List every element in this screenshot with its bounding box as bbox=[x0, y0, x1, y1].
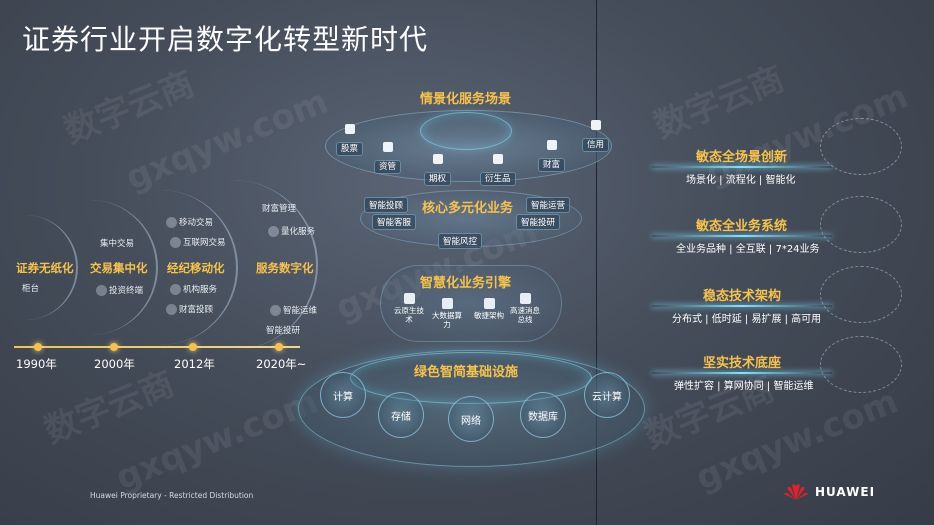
architecture-icon bbox=[820, 266, 902, 323]
pillar-desc: 全业务品种 | 全互联 | 7*24业务 bbox=[676, 244, 820, 255]
stage-sub: 智能运维 bbox=[270, 304, 317, 316]
stage-sub: 智能投研 bbox=[266, 326, 301, 336]
divider bbox=[596, 0, 597, 525]
institution-icon bbox=[170, 283, 181, 295]
pillar-bar bbox=[652, 372, 832, 374]
footer-text: Huawei Proprietary - Restricted Distribu… bbox=[90, 491, 254, 500]
timeline-dot bbox=[110, 343, 118, 351]
brand-logo: HUAWEI bbox=[783, 483, 875, 501]
system-icon bbox=[820, 196, 902, 253]
engine-item: 高速消息总线 bbox=[510, 293, 540, 327]
innovation-icon bbox=[820, 118, 902, 175]
wealth-icon bbox=[546, 140, 557, 150]
derivative-icon bbox=[492, 154, 503, 164]
core-item: 智能风控 bbox=[438, 233, 483, 249]
year-label: 2000年 bbox=[94, 357, 135, 371]
bus-icon bbox=[519, 293, 531, 304]
services-title: 情景化服务场景 bbox=[420, 92, 512, 107]
timeline-dot bbox=[34, 343, 42, 351]
service-item: 股票 bbox=[336, 124, 364, 156]
stage-sub: 机构服务 bbox=[170, 283, 217, 295]
infra-title: 绿色智简基础设施 bbox=[414, 365, 519, 380]
pillar-title: 坚实技术底座 bbox=[703, 356, 782, 371]
compute-bubble: 计算 bbox=[320, 372, 366, 418]
pillar-desc: 场景化 | 流程化 | 智能化 bbox=[686, 175, 796, 186]
core-item: 智能投顾 bbox=[364, 197, 409, 213]
pillar-title: 敏态全业务系统 bbox=[696, 219, 788, 234]
stock-icon bbox=[344, 124, 355, 134]
huawei-flower-icon bbox=[784, 484, 808, 500]
stage-label: 服务数字化 bbox=[256, 261, 314, 275]
database-bubble: 数据库 bbox=[520, 392, 566, 438]
mobile-icon bbox=[166, 216, 177, 228]
storage-bubble: 存储 bbox=[378, 392, 424, 438]
pillar-bar bbox=[652, 305, 832, 307]
cloud-native-icon bbox=[403, 293, 415, 304]
advisor-icon bbox=[166, 303, 177, 315]
stage-sub: 量化服务 bbox=[268, 225, 315, 237]
foundation-icon bbox=[820, 336, 902, 393]
stage-sub: 集中交易 bbox=[100, 239, 135, 249]
pillar-bar bbox=[652, 166, 832, 168]
services-ring bbox=[420, 112, 512, 150]
internet-icon bbox=[170, 236, 181, 248]
network-bubble: 网络 bbox=[448, 396, 494, 442]
pillar-title: 稳态技术架构 bbox=[703, 289, 782, 304]
pillar-title: 敏态全场景创新 bbox=[696, 150, 788, 165]
stage-sub: 财富管理 bbox=[262, 204, 297, 214]
engine-item: 敏捷架构 bbox=[474, 298, 504, 332]
page-title: 证券行业开启数字化转型新时代 bbox=[22, 23, 429, 56]
engine-platform bbox=[380, 265, 562, 342]
core-item: 智能运营 bbox=[526, 197, 571, 213]
year-label: 2012年 bbox=[174, 357, 215, 371]
service-item: 信用 bbox=[582, 120, 610, 152]
year-label: 2020年~ bbox=[256, 357, 307, 371]
timeline-dot bbox=[189, 343, 197, 351]
quant-icon bbox=[268, 225, 279, 237]
stage-label: 证券无纸化 bbox=[16, 261, 74, 275]
stage-sub: 移动交易 bbox=[166, 216, 213, 228]
stage-sub: 投资终端 bbox=[96, 284, 143, 296]
terminal-icon bbox=[96, 284, 107, 296]
core-item: 智能客服 bbox=[372, 214, 417, 230]
timeline bbox=[14, 346, 300, 348]
credit-icon bbox=[590, 120, 601, 130]
year-label: 1990年 bbox=[16, 357, 57, 371]
pillar-bar bbox=[652, 235, 832, 237]
cloud-bubble: 云计算 bbox=[584, 372, 630, 418]
engine-title: 智慧化业务引擎 bbox=[420, 276, 512, 291]
stage-sub: 互联网交易 bbox=[170, 236, 226, 248]
service-item: 衍生品 bbox=[480, 154, 516, 186]
core-item: 智能投研 bbox=[516, 214, 561, 230]
asset-icon bbox=[382, 142, 393, 152]
timeline-dot bbox=[275, 343, 283, 351]
stage-arc bbox=[220, 180, 318, 350]
stage-label: 经纪移动化 bbox=[167, 261, 225, 275]
core-title: 核心多元化业务 bbox=[422, 201, 514, 216]
ops-icon bbox=[270, 304, 281, 316]
engine-item: 云原生技术 bbox=[394, 293, 424, 327]
service-item: 期权 bbox=[424, 154, 452, 186]
pillar-desc: 弹性扩容 | 算网协同 | 智能运维 bbox=[674, 381, 814, 392]
service-item: 资管 bbox=[374, 142, 402, 174]
stage-sub: 财富投顾 bbox=[166, 303, 213, 315]
bigdata-icon bbox=[441, 298, 453, 309]
stage-label: 交易集中化 bbox=[90, 261, 148, 275]
pillar-desc: 分布式 | 低时延 | 易扩展 | 高可用 bbox=[672, 314, 822, 325]
option-icon bbox=[432, 154, 443, 164]
agile-icon bbox=[483, 298, 495, 309]
stage-sub: 柜台 bbox=[22, 284, 40, 294]
brand-name: HUAWEI bbox=[815, 485, 876, 499]
service-item: 财富 bbox=[538, 140, 566, 172]
engine-item: 大数据算力 bbox=[432, 298, 462, 332]
